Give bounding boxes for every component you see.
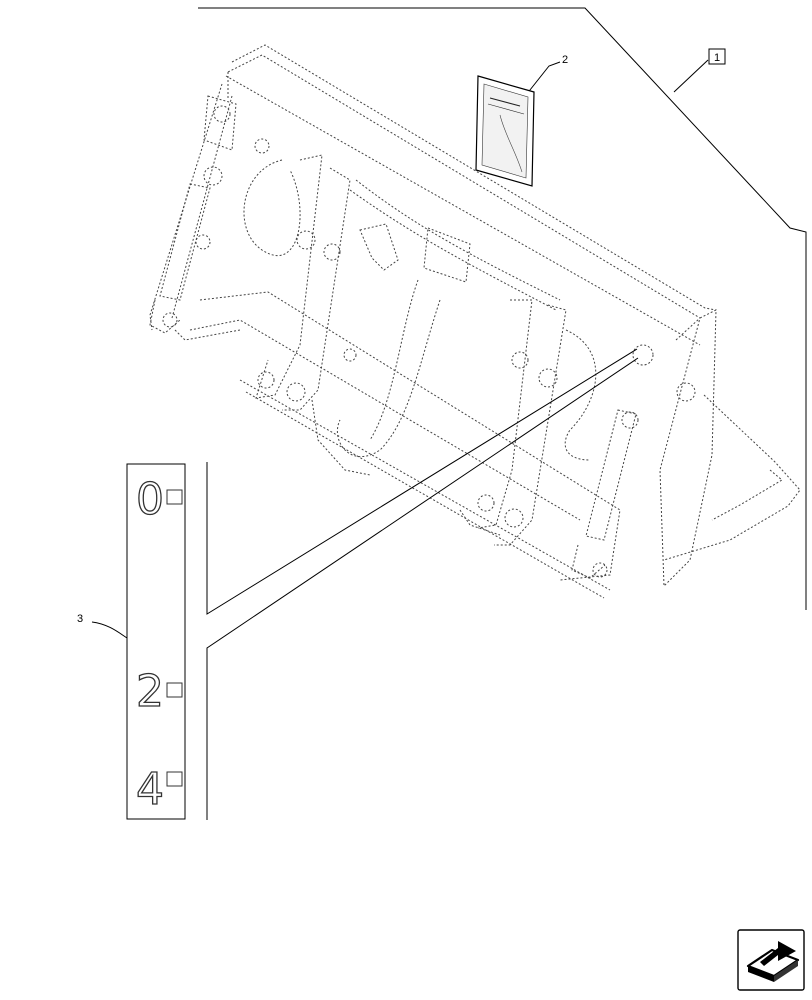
decal-mark-4: 4 xyxy=(136,764,164,815)
callout-3-leaders xyxy=(206,348,639,820)
callout-3-leader xyxy=(91,621,128,639)
callout-2-leader xyxy=(525,61,561,96)
decal-mark-0: 0 xyxy=(136,474,164,525)
operator-manual xyxy=(475,75,535,187)
callout-1-leader xyxy=(198,7,807,610)
svg-text:1: 1 xyxy=(714,52,720,64)
callout-3[interactable]: 3 xyxy=(77,613,83,625)
level-indicator-decal: 0 2 4 xyxy=(126,463,186,820)
callout-2[interactable]: 2 xyxy=(562,54,568,66)
next-page-arrow-icon[interactable] xyxy=(737,929,805,991)
decal-mark-2: 2 xyxy=(136,666,164,717)
loader-bucket xyxy=(149,44,801,599)
callout-1[interactable]: 1 xyxy=(708,48,726,65)
